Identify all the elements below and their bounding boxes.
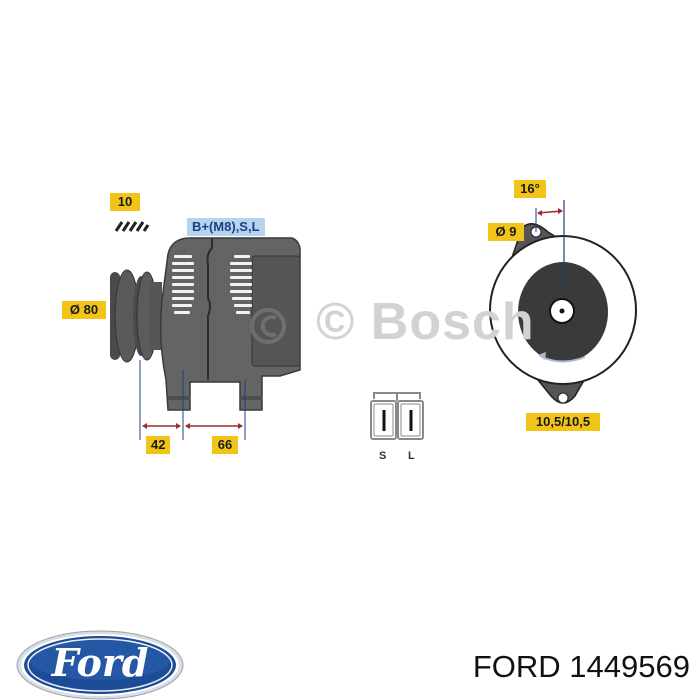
bosch-watermark: © Bosch — [316, 293, 535, 351]
pulley-diameter-tag: Ø 80 — [62, 301, 106, 319]
connector-icon — [370, 392, 424, 440]
hatch-icon — [114, 221, 150, 232]
dimension-lines — [139, 360, 246, 440]
terminals-tag: B+(M8),S,L — [187, 218, 265, 236]
hole-diameter-tag: Ø 9 — [488, 223, 524, 241]
ford-logo — [16, 630, 184, 700]
dimension-66-tag: 66 — [212, 436, 238, 454]
dimension-42-tag: 42 — [146, 436, 170, 454]
rear-view-icon — [489, 200, 637, 404]
part-number-label: FORD 1449569 — [472, 649, 690, 684]
connector-pin-l: L — [408, 450, 415, 462]
angle-tag: 16° — [514, 180, 546, 198]
connector-pin-s: S — [379, 450, 387, 462]
alternator-body — [159, 237, 301, 411]
pulley-icon — [110, 269, 162, 363]
groove-count-tag: 10 — [110, 193, 140, 211]
ford-logo-text: Ford — [51, 640, 149, 685]
mount-hole-tag: 10,5/10,5 — [526, 413, 600, 431]
